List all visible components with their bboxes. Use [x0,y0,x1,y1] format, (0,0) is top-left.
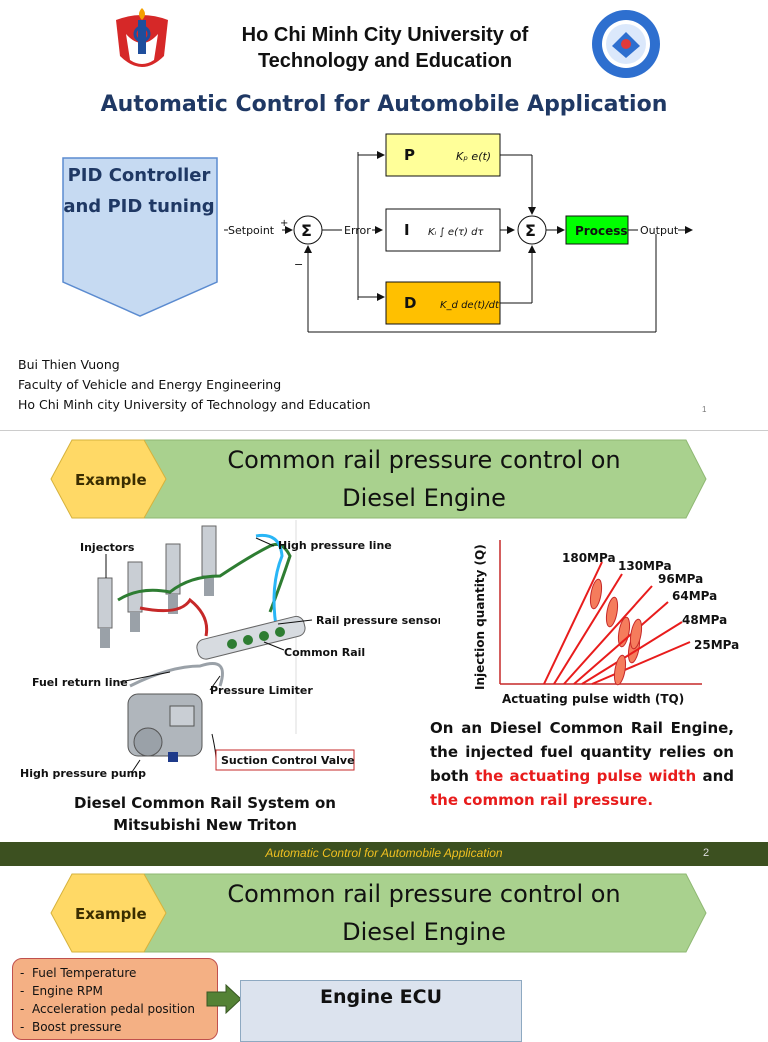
minus-sign: − [294,258,303,271]
university-logo-left [116,8,168,67]
series-marker-130MPa [605,596,619,628]
label-suction-control-valve: Suction Control Valve [221,754,355,767]
label-high-pressure-pump: High pressure pump [20,767,146,780]
input-item: - Boost pressure [20,1020,122,1034]
label-high-pressure-line: High pressure line [278,539,392,552]
slide-footer: Automatic Control for Automobile Applica… [0,842,768,866]
series-label-25MPa: 25MPa [694,638,739,652]
example-tag-label: Example [75,471,147,489]
paragraph-highlight-rail-pressure: the common rail pressure. [430,791,654,809]
slide-2-title: Common rail pressure control on Diesel E… [227,446,621,512]
series-label-64MPa: 64MPa [672,589,717,603]
series-line-96MPa [563,585,653,685]
plus-sign: + [280,218,288,229]
series-line-180MPa [543,561,603,685]
d-formula: K_d de(t)/dt [440,300,500,311]
process-block [565,215,629,245]
author-block: Bui Thien Vuong Faculty of Vehicle and E… [18,355,371,415]
injection-quantity-chart: Injection quantity (Q) Actuating pulse w… [473,540,739,706]
sum-symbol-2: Σ [525,221,536,240]
p-block [385,133,501,177]
example-tag [50,439,167,519]
series-line-130MPa [553,573,623,685]
series-marker-25MPa [613,654,627,686]
slide-3-title: Common rail pressure control on Diesel E… [227,880,621,946]
slide-2-header-band: Example [50,439,707,519]
series-label-180MPa: 180MPa [562,551,616,565]
series-marker-180MPa [589,578,603,610]
label-common-rail: Common Rail [284,646,365,659]
example-tag-label-3: Example [75,905,147,923]
output-label: Output [640,224,679,237]
label-fuel-return-line: Fuel return line [32,676,128,689]
slide-divider [0,430,768,431]
ecu-inputs-list: - Fuel Temperature - Engine RPM - Accele… [20,964,195,1036]
paragraph-text: On an Diesel Common Rail Engine, the inj… [430,719,734,785]
author-name: Bui Thien Vuong [18,357,120,372]
input-item: - Acceleration pedal position [20,1002,195,1016]
injector-icons [97,525,217,648]
series-label-48MPa: 48MPa [682,613,727,627]
author-faculty: Faculty of Vehicle and Energy Engineerin… [18,377,282,392]
arrow-right-icon [206,984,242,1014]
pid-block-diagram: Setpoint + − Σ Error P Kₚ e(t) I Kᵢ ∫ e(… [224,133,693,333]
common-rail-illustration: Injectors High pressure line Rail pressu… [20,520,440,780]
label-pressure-limiter: Pressure Limiter [210,684,313,697]
d-label: D [404,294,416,312]
paragraph-and: and [696,767,734,785]
series-line-64MPa [573,601,669,685]
university-name: Ho Chi Minh City University of Technolog… [241,24,529,72]
series-line-48MPa [581,621,683,685]
paragraph-highlight-pulse-width: the actuating pulse width [475,767,697,785]
input-item: - Engine RPM [20,984,103,998]
p-formula: Kₚ e(t) [456,150,491,163]
common-rail-icon [196,615,306,660]
topic-title: PID Controller and PID tuning [63,165,215,217]
suction-valve-box [215,749,355,771]
page-number-2: 2 [703,847,710,859]
d-block [385,281,501,325]
y-axis-label: Injection quantity (Q) [473,544,487,690]
series-marker-48MPa [629,618,643,650]
label-rail-pressure-sensor: Rail pressure sensor [316,614,440,627]
university-logo-right [592,10,660,78]
page-number-1: 1 [702,405,707,414]
sum-symbol-1: Σ [301,221,312,240]
topic-banner [62,157,218,317]
label-injectors: Injectors [80,541,135,554]
i-block [385,208,501,252]
p-label: P [404,146,415,164]
x-axis-label: Actuating pulse width (TQ) [502,692,684,706]
i-formula: Kᵢ ∫ e(τ) dτ [428,227,484,238]
series-label-96MPa: 96MPa [658,572,703,586]
i-label: I [404,221,410,239]
example-tag-3 [50,873,167,953]
illustration-caption: Diesel Common Rail System on Mitsubishi … [74,794,336,834]
slide-3-header-band: Example [50,873,707,953]
process-label: Process [575,224,628,238]
engine-ecu-label: Engine ECU [320,986,442,1008]
footer-course-title: Automatic Control for Automobile Applica… [265,846,503,860]
explanation-paragraph: On an Diesel Common Rail Engine, the inj… [430,716,734,812]
slide-1: Ho Chi Minh City University of Technolog… [0,0,768,430]
high-pressure-pump-icon [127,693,203,762]
series-label-130MPa: 130MPa [618,559,672,573]
author-university: Ho Chi Minh city University of Technolog… [18,397,371,412]
series-marker-96MPa [617,616,631,648]
course-title: Automatic Control for Automobile Applica… [100,92,668,117]
setpoint-label: Setpoint [228,224,275,237]
input-item: - Fuel Temperature [20,966,137,980]
series-line-25MPa [591,641,691,685]
